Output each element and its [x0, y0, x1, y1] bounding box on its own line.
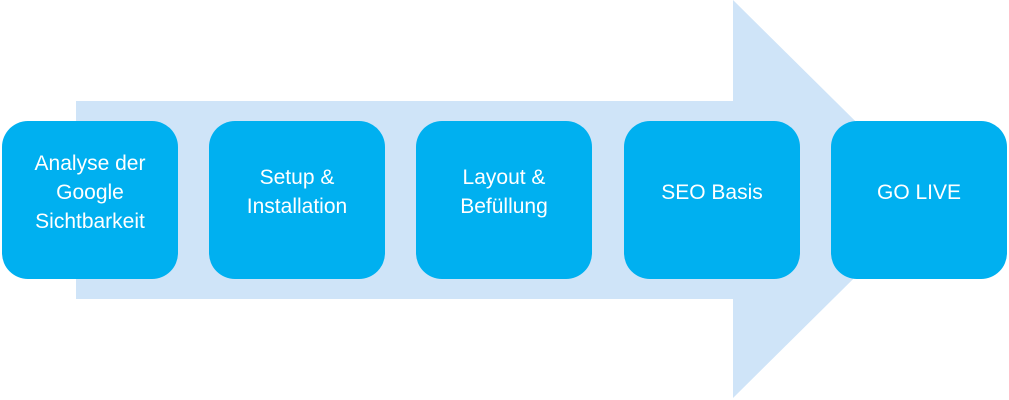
step-seo: SEO Basis [624, 121, 800, 279]
step-setup: Setup & Installation [209, 121, 385, 279]
step-label-setup: Setup & Installation [246, 166, 348, 218]
step-label-seo: SEO Basis [661, 180, 763, 204]
step-go-live: GO LIVE [831, 121, 1007, 279]
step-label-go-live: GO LIVE [876, 180, 962, 204]
step-label-layout: Layout & Befüllung [460, 166, 548, 218]
step-analyse: Analyse der Google Sichtbarkeit [2, 121, 178, 279]
step-layout: Layout & Befüllung [416, 121, 592, 279]
step-label-analyse: Analyse der Google Sichtbarkeit [34, 151, 146, 233]
